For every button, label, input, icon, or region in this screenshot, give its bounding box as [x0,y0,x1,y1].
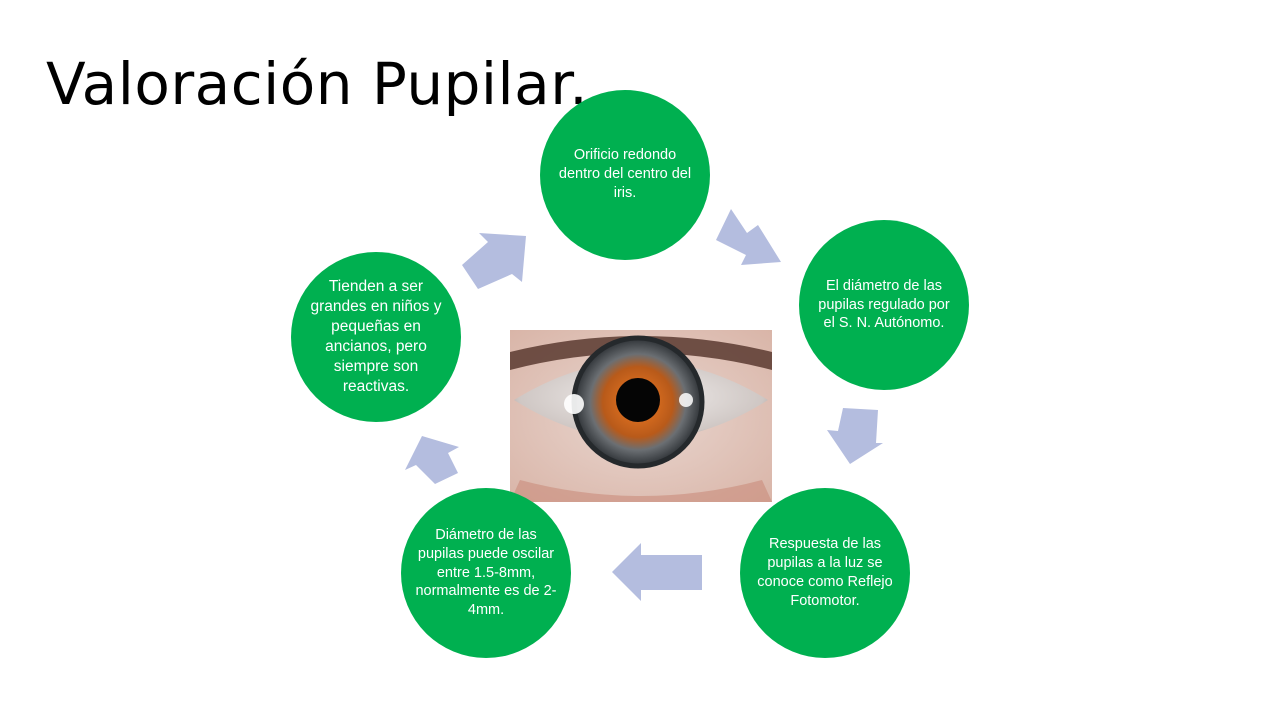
cycle-node-bottom-left: Diámetro de las pupilas puede oscilar en… [401,488,571,658]
arrow-bottomright-to-bottomleft [612,543,702,601]
cycle-node-text: Diámetro de las pupilas puede oscilar en… [415,526,557,619]
cycle-node-left: Tienden a ser grandes en niños y pequeña… [291,252,461,422]
cycle-node-top: Orificio redondo dentro del centro del i… [540,90,710,260]
eye-photo [510,330,772,502]
cycle-node-right: El diámetro de las pupilas regulado por … [799,220,969,390]
arrow-right-to-bottomright [827,408,883,464]
arrow-left-to-top [462,233,526,289]
cycle-node-text: Orificio redondo dentro del centro del i… [558,147,692,201]
cycle-node-bottom-right: Respuesta de las pupilas a la luz se con… [740,488,910,658]
arrow-top-to-right [716,209,781,265]
cycle-node-text: El diámetro de las pupilas regulado por … [818,277,950,332]
cycle-node-text: Respuesta de las pupilas a la luz se con… [757,536,893,609]
cycle-node-text: Tienden a ser grandes en niños y pequeña… [310,277,442,396]
slide-title: Valoración Pupilar. [46,50,589,118]
arrow-bottomleft-to-left [405,436,459,484]
